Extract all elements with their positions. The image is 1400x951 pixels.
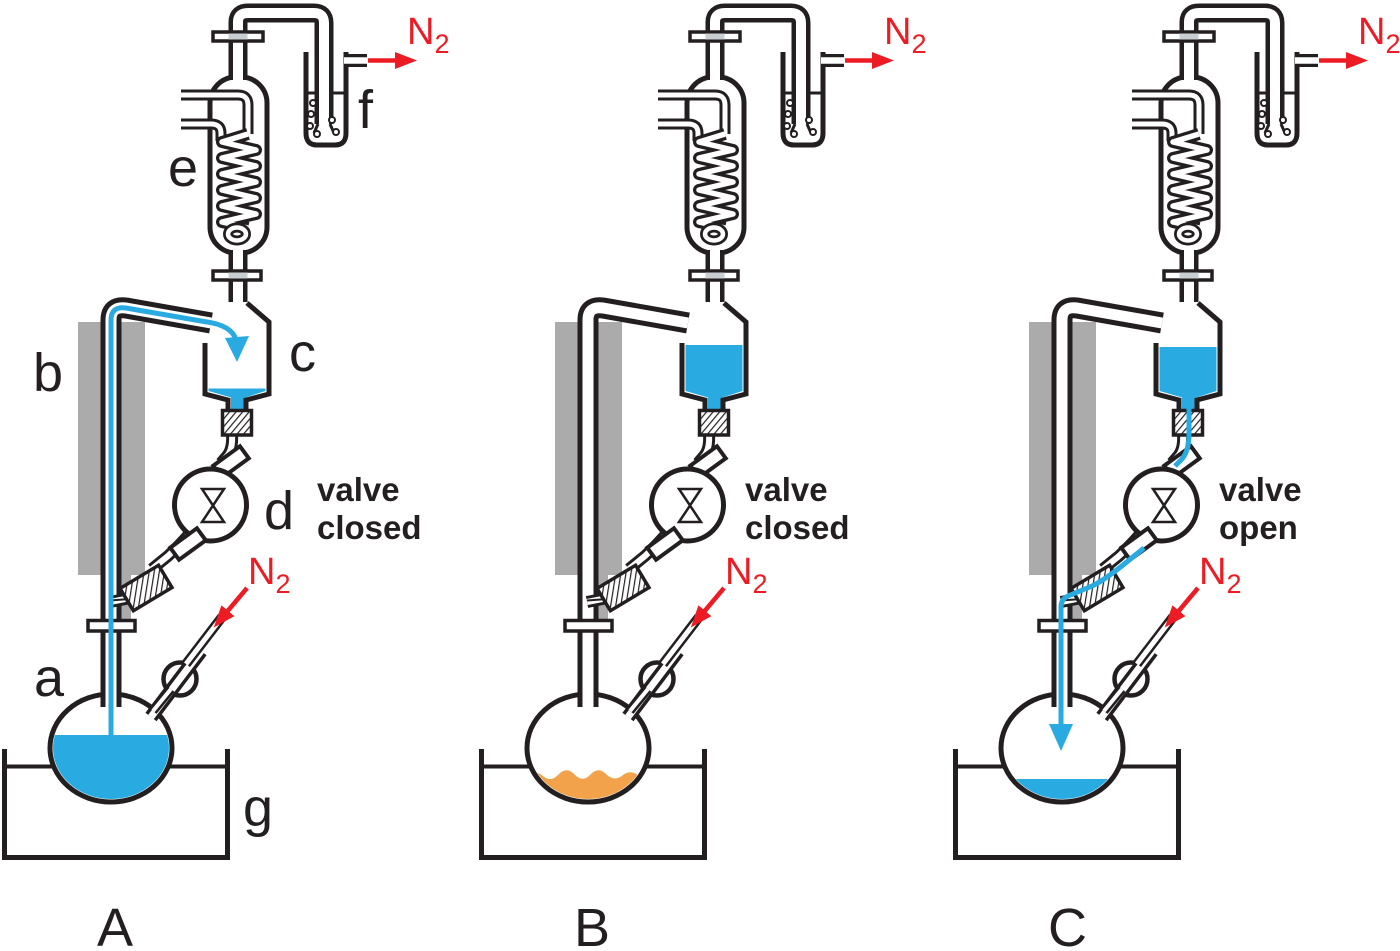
flow-riser-line xyxy=(108,305,239,742)
n2-inlet-arrow-icon xyxy=(1164,586,1200,628)
exhaust-tube xyxy=(228,3,334,124)
exhaust-tube xyxy=(1179,3,1285,124)
valve-state-label-line1: valve xyxy=(745,471,828,508)
bubble-icon xyxy=(313,130,321,138)
bubble-icon xyxy=(1283,128,1291,136)
n2-outlet-label: N2 xyxy=(884,11,926,59)
coolant-tube-lower xyxy=(181,118,227,141)
stopcock-key xyxy=(149,686,175,714)
bath xyxy=(2,749,230,860)
coolant-tube-lower xyxy=(658,118,704,141)
compression-fitting-lower xyxy=(167,525,209,563)
valve-symbol-icon xyxy=(676,503,704,524)
n2-inlet-arrow-icon xyxy=(213,586,249,628)
bubble-icon xyxy=(1257,122,1265,130)
bubble-icon xyxy=(786,99,794,107)
bubble-icon xyxy=(328,116,336,124)
collection-vessel xyxy=(1153,301,1223,413)
valve-state-label-line2: closed xyxy=(317,509,422,546)
flow-return-line-lower xyxy=(1058,546,1146,726)
neck-flange xyxy=(563,618,614,633)
stopcock-key xyxy=(1100,686,1126,714)
part-label-d: d xyxy=(264,481,294,541)
threaded-connector-lower xyxy=(117,562,175,614)
collection-vessel xyxy=(202,301,272,413)
n2-inlet-label: N2 xyxy=(248,551,290,599)
bubble-icon xyxy=(809,128,817,136)
part-label-a: a xyxy=(34,648,65,708)
part-label-c: c xyxy=(289,323,316,383)
threaded-connector-lower xyxy=(594,562,652,614)
transfer-tube xyxy=(577,297,690,707)
condenser-coil xyxy=(693,128,739,234)
valve-symbol-icon xyxy=(1150,487,1178,508)
valve-state-label-line2: open xyxy=(1219,509,1298,546)
bubble-icon xyxy=(790,130,798,138)
bubble-icon xyxy=(1258,110,1266,118)
bubble-icon xyxy=(307,110,315,118)
stage-label: C xyxy=(1048,898,1087,951)
n2-outlet-label: N2 xyxy=(1358,11,1400,59)
n2-inlet-label: N2 xyxy=(1199,551,1241,599)
stage-label: B xyxy=(574,898,610,951)
n2-inlet-arrow-icon xyxy=(690,586,726,628)
bath xyxy=(953,749,1181,860)
part-label-g: g xyxy=(243,778,273,838)
valve-body xyxy=(1123,466,1200,544)
stage-label: A xyxy=(97,898,133,951)
part-label-f: f xyxy=(358,80,374,140)
bubble-icon xyxy=(784,110,792,118)
condenser-coil xyxy=(1167,128,1213,234)
bubble-icon xyxy=(783,122,791,130)
threaded-connector-upper xyxy=(220,408,254,437)
coolant-tube-upper xyxy=(1132,89,1205,134)
bath xyxy=(479,749,707,860)
flow-return-line-upper xyxy=(1173,399,1192,468)
bubble-icon xyxy=(1279,116,1287,124)
bubble-icon xyxy=(332,128,340,136)
coolant-tube-upper xyxy=(181,89,254,134)
bubble-icon xyxy=(309,99,317,107)
n2-outlet-label: N2 xyxy=(407,11,449,59)
bubble-icon xyxy=(1260,99,1268,107)
valve-symbol-icon xyxy=(199,487,227,508)
collector-liquid xyxy=(208,388,266,411)
coolant-tube-upper xyxy=(658,89,731,134)
flow-riser-arrow xyxy=(225,336,249,362)
valve-symbol-icon xyxy=(199,503,227,524)
valve-symbol-icon xyxy=(676,487,704,508)
flask-liquid xyxy=(53,735,169,799)
valve-state-label-line1: valve xyxy=(317,471,400,508)
bubble-icon xyxy=(306,122,314,130)
valve-state-label-line2: closed xyxy=(745,509,850,546)
valve-body xyxy=(649,466,726,544)
exhaust-tube xyxy=(705,3,811,124)
bubble-icon xyxy=(805,116,813,124)
transfer-tube xyxy=(1051,297,1164,707)
collector-liquid xyxy=(1159,347,1217,411)
compression-fitting-lower xyxy=(644,525,686,563)
condenser-coil xyxy=(216,128,262,234)
coolant-tube-lower xyxy=(1132,118,1178,141)
valve-symbol-icon xyxy=(1150,503,1178,524)
collection-vessel xyxy=(679,301,749,413)
bubble-icon xyxy=(1264,130,1272,138)
part-label-e: e xyxy=(168,138,198,198)
flow-return-arrow xyxy=(1049,724,1073,751)
collector-liquid xyxy=(685,345,743,411)
n2-inlet-label: N2 xyxy=(725,551,767,599)
stopcock-key xyxy=(626,686,652,714)
part-label-b: b xyxy=(33,343,63,403)
valve-state-label-line1: valve xyxy=(1219,471,1302,508)
threaded-connector-upper xyxy=(697,408,731,437)
valve-body xyxy=(172,466,249,544)
